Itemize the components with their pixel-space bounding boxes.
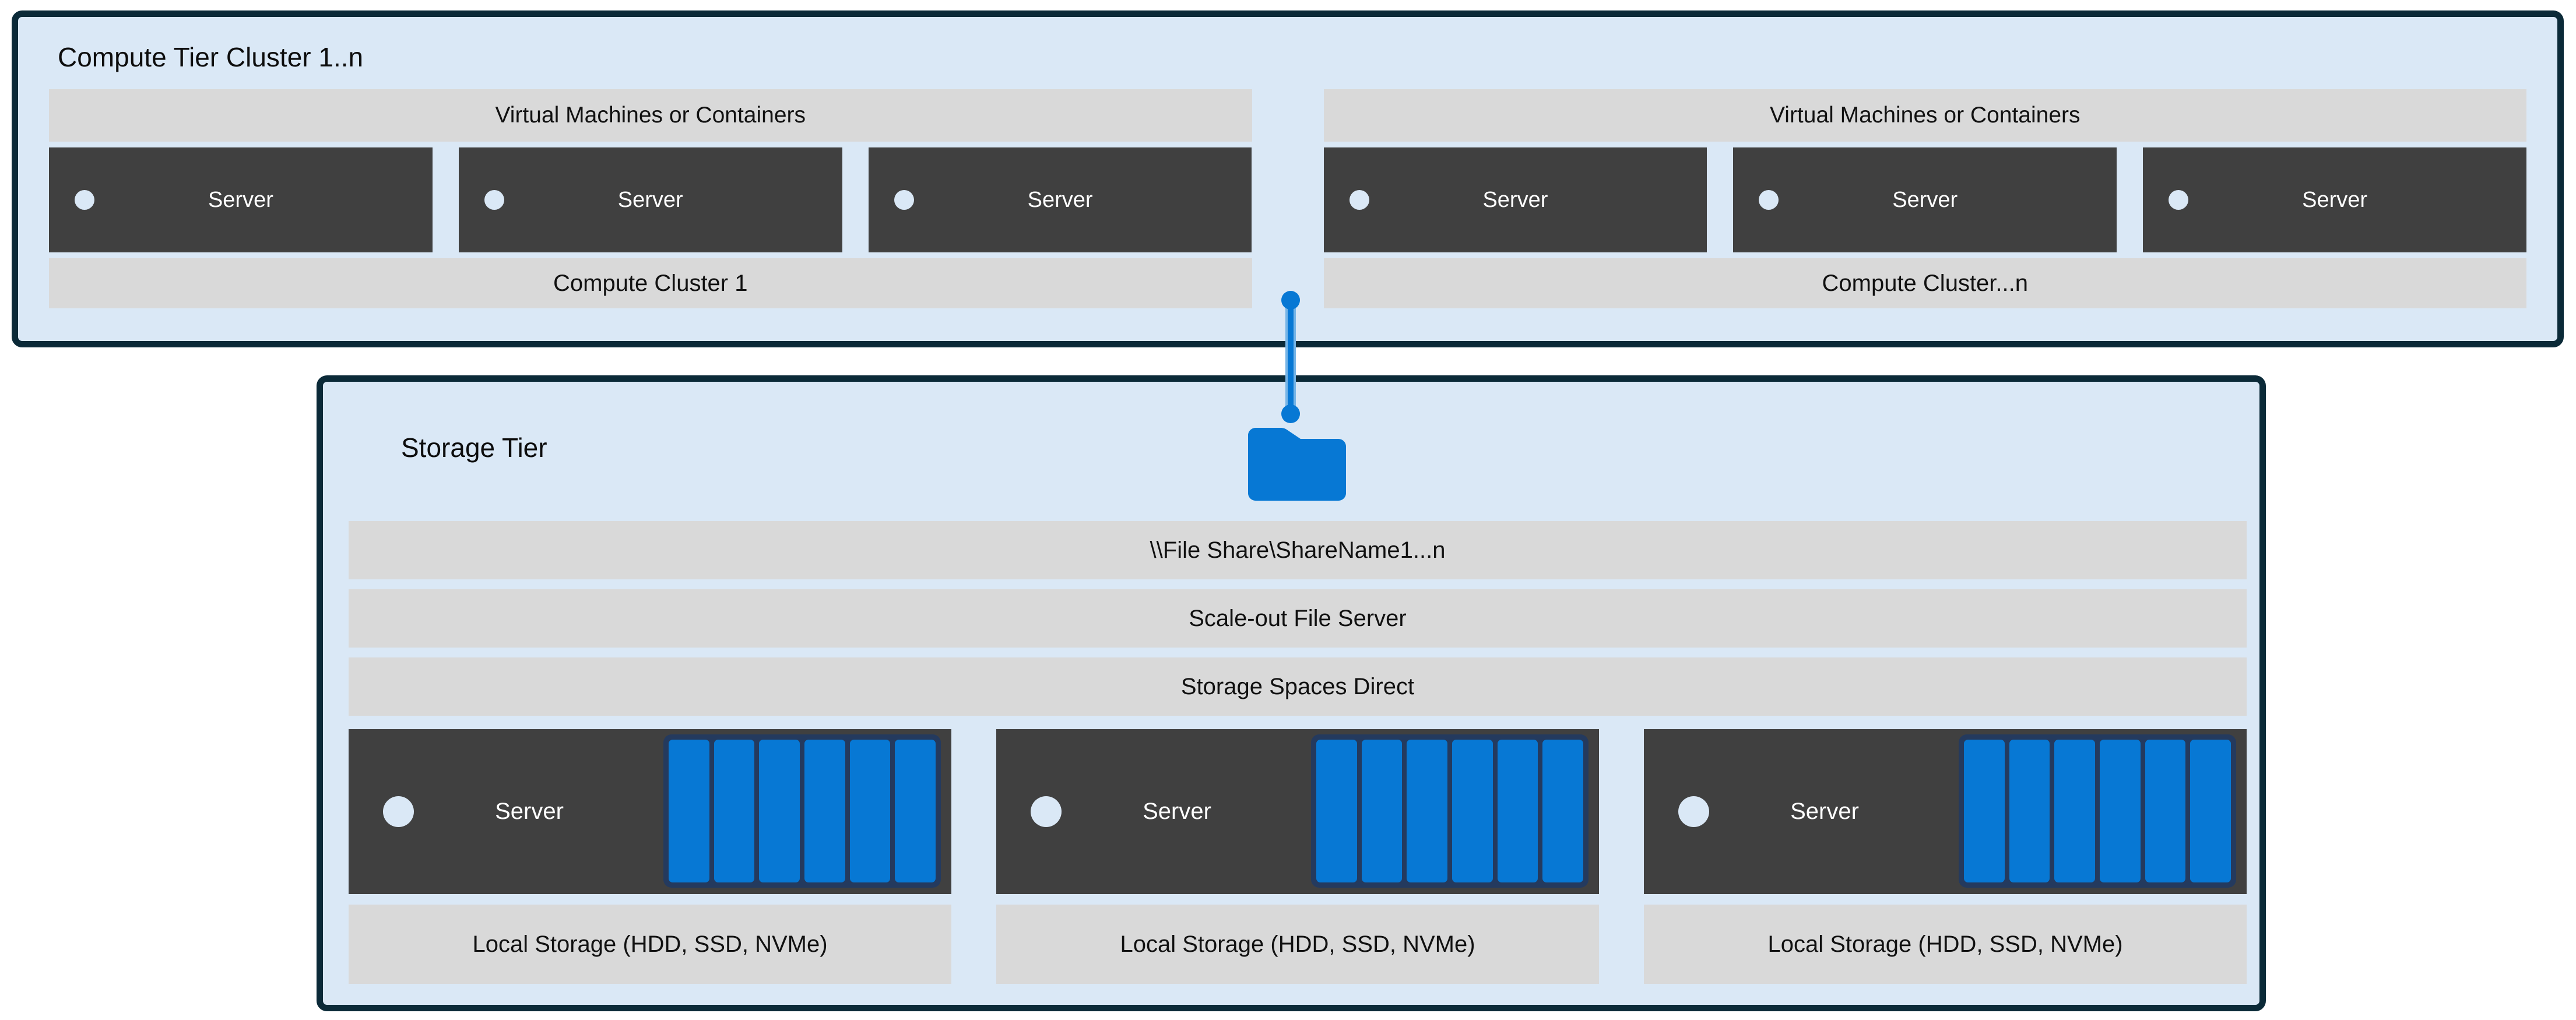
compute-server: Server xyxy=(49,147,433,252)
local-storage-label: Local Storage (HDD, SSD, NVMe) xyxy=(1120,931,1475,957)
server-row: Server Server Server xyxy=(49,147,1252,252)
local-storage-label: Local Storage (HDD, SSD, NVMe) xyxy=(472,931,828,957)
disk xyxy=(1452,740,1493,882)
local-storage-bar: Local Storage (HDD, SSD, NVMe) xyxy=(349,905,951,984)
compute-cluster-label: Compute Cluster...n xyxy=(1822,270,2029,296)
disk-array xyxy=(1959,734,2236,888)
compute-cluster-n: Virtual Machines or Containers Server Se… xyxy=(1323,89,2527,308)
compute-tier-box: Compute Tier Cluster 1..n Virtual Machin… xyxy=(12,10,2564,347)
disk xyxy=(1964,740,2005,882)
disk xyxy=(849,740,891,882)
disk-array xyxy=(1311,734,1589,888)
scale-out-file-server-bar: Scale-out File Server xyxy=(349,589,2247,648)
server-label: Server xyxy=(208,187,273,212)
disk xyxy=(2009,740,2050,882)
server-label: Server xyxy=(1027,187,1093,212)
disk xyxy=(714,740,755,882)
server-indicator-dot xyxy=(383,796,414,827)
storage-server: Server xyxy=(996,729,1599,894)
server-label: Server xyxy=(1143,799,1211,824)
server-indicator-dot xyxy=(1759,190,1779,210)
connector-endpoint-dot-top xyxy=(1281,291,1300,309)
compute-cluster-label: Compute Cluster 1 xyxy=(553,270,748,296)
server-label: Server xyxy=(2302,187,2368,212)
server-label: Server xyxy=(1892,187,1958,212)
server-indicator-dot xyxy=(894,190,914,210)
disk xyxy=(2190,740,2231,882)
compute-server: Server xyxy=(1323,147,1707,252)
local-storage-row: Local Storage (HDD, SSD, NVMe) Local Sto… xyxy=(349,905,2247,984)
local-storage-bar: Local Storage (HDD, SSD, NVMe) xyxy=(1644,905,2247,984)
disk xyxy=(1361,740,1403,882)
compute-cluster-bar: Compute Cluster...n xyxy=(1323,258,2526,308)
storage-server: Server xyxy=(349,729,951,894)
server-label: Server xyxy=(1482,187,1548,212)
server-indicator-dot xyxy=(75,190,94,210)
compute-clusters-row: Virtual Machines or Containers Server Se… xyxy=(49,89,2526,308)
server-indicator-dot xyxy=(1349,190,1369,210)
server-indicator-dot xyxy=(1678,796,1709,827)
vm-containers-bar: Virtual Machines or Containers xyxy=(49,89,1252,142)
compute-storage-connector-line xyxy=(1285,300,1296,414)
file-share-bar: \\File Share\ShareName1...n xyxy=(349,521,2247,579)
disk-array xyxy=(663,734,941,888)
storage-server: Server xyxy=(1644,729,2247,894)
server-label: Server xyxy=(495,799,564,824)
disk xyxy=(1407,740,1448,882)
vm-containers-label: Virtual Machines or Containers xyxy=(495,103,806,128)
scale-out-file-server-label: Scale-out File Server xyxy=(1189,605,1407,631)
storage-tier-title: Storage Tier xyxy=(401,432,547,463)
storage-tier-box: Storage Tier \\File Share\ShareName1...n… xyxy=(317,375,2266,1011)
storage-spaces-direct-label: Storage Spaces Direct xyxy=(1180,673,1415,699)
compute-server: Server xyxy=(2143,147,2526,252)
compute-server: Server xyxy=(868,147,1252,252)
disk xyxy=(1497,740,1538,882)
server-row: Server Server Server xyxy=(1323,147,2527,252)
storage-server-row: Server Server xyxy=(349,729,2247,894)
server-indicator-dot xyxy=(2169,190,2189,210)
connector-endpoint-dot-bottom xyxy=(1281,405,1300,423)
file-share-label: \\File Share\ShareName1...n xyxy=(1150,537,1446,563)
disk xyxy=(2145,740,2186,882)
disk xyxy=(1542,740,1584,882)
local-storage-label: Local Storage (HDD, SSD, NVMe) xyxy=(1767,931,2123,957)
compute-cluster-1: Virtual Machines or Containers Server Se… xyxy=(49,89,1252,308)
compute-server: Server xyxy=(1733,147,2117,252)
storage-spaces-direct-bar: Storage Spaces Direct xyxy=(349,657,2247,716)
server-label: Server xyxy=(1790,799,1859,824)
vm-containers-label: Virtual Machines or Containers xyxy=(1769,103,2081,128)
disk xyxy=(759,740,800,882)
disk xyxy=(669,740,709,882)
local-storage-bar: Local Storage (HDD, SSD, NVMe) xyxy=(996,905,1599,984)
disk xyxy=(804,740,845,882)
disk xyxy=(1316,740,1357,882)
compute-tier-title: Compute Tier Cluster 1..n xyxy=(58,42,364,72)
compute-cluster-bar: Compute Cluster 1 xyxy=(49,258,1252,308)
disk xyxy=(2054,740,2096,882)
compute-server: Server xyxy=(458,147,842,252)
vm-containers-bar: Virtual Machines or Containers xyxy=(1323,89,2526,142)
server-label: Server xyxy=(617,187,683,212)
folder-icon xyxy=(1248,428,1346,501)
server-indicator-dot xyxy=(1031,796,1062,827)
disk xyxy=(2100,740,2141,882)
disk xyxy=(895,740,936,882)
server-indicator-dot xyxy=(484,190,504,210)
